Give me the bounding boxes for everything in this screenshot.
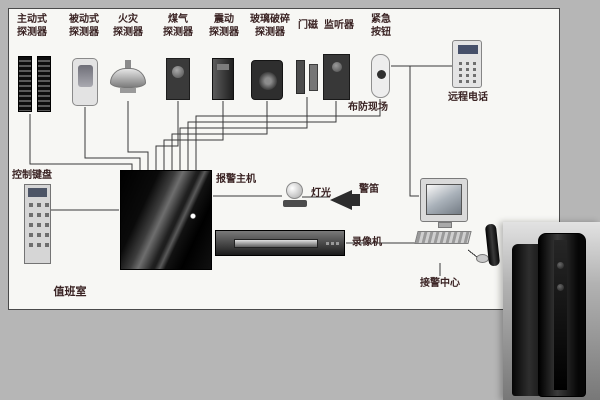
sensor-eye xyxy=(172,66,184,78)
beam-lens-icon xyxy=(557,284,564,291)
label-vcr: 录像机 xyxy=(352,237,382,248)
label-alarm-center: 接警中心 xyxy=(420,278,460,289)
door-magnet-icon xyxy=(296,60,320,96)
beam-bar xyxy=(18,56,32,112)
control-keypad-icon xyxy=(24,184,51,264)
keypad-buttons xyxy=(29,203,33,207)
gas-detector-icon xyxy=(166,58,190,100)
sensor-tab xyxy=(217,64,229,70)
label-control-keypad: 控制键盘 xyxy=(12,170,52,181)
label-door-magnet: 门磁 xyxy=(298,20,318,31)
fire-detector-icon xyxy=(110,60,146,100)
detector-dome xyxy=(110,68,146,88)
label-emergency-button: 紧急 按钮 xyxy=(371,14,391,38)
keypad-screen xyxy=(28,188,47,197)
label-gas-detector: 煤气 探测器 xyxy=(163,14,193,38)
vibration-detector-icon xyxy=(212,58,234,100)
label-siren: 警笛 xyxy=(359,184,379,195)
beam-detector-photo xyxy=(503,222,600,400)
passive-infrared-detector-icon xyxy=(72,58,98,106)
remote-phone-icon xyxy=(452,40,482,88)
monitor-stand xyxy=(438,222,452,228)
label-passive-detector: 被动式 探测器 xyxy=(69,14,99,38)
active-beam-detector-icon xyxy=(18,56,52,114)
detector-stub xyxy=(125,60,131,69)
label-armed-site: 布防现场 xyxy=(348,102,388,113)
label-vibration-detector: 震动 探测器 xyxy=(209,14,239,38)
emergency-button-icon xyxy=(371,54,390,98)
phone-screen xyxy=(458,45,478,54)
label-fire-detector: 火灾 探测器 xyxy=(113,14,143,38)
label-remote-phone: 远程电话 xyxy=(448,92,488,103)
alarm-host-icon xyxy=(120,170,212,270)
mic-hole xyxy=(332,62,342,72)
magnet-bar xyxy=(296,60,305,94)
light-base xyxy=(283,200,307,207)
label-glass-break-detector: 玻璃破碎 探测器 xyxy=(250,14,290,38)
monitor-icon xyxy=(420,178,468,222)
label-duty-room: 值班室 xyxy=(53,285,87,298)
sensor-disc xyxy=(259,72,277,90)
siren-horn xyxy=(330,190,352,210)
vcr-icon xyxy=(215,230,345,256)
label-alarm-host: 报警主机 xyxy=(216,174,256,185)
label-listener: 监听器 xyxy=(324,20,354,31)
glass-break-detector-icon xyxy=(251,60,283,100)
alarm-light-icon xyxy=(283,182,307,210)
label-active-detector: 主动式 探测器 xyxy=(17,14,47,38)
siren-icon xyxy=(330,190,362,212)
beam-lens-icon xyxy=(557,262,564,269)
keyboard-icon xyxy=(414,231,472,244)
panic-button-dot xyxy=(377,70,386,79)
listener-icon xyxy=(323,54,350,100)
detector-base xyxy=(120,88,136,93)
mouse-icon xyxy=(476,254,489,263)
vcr-slot xyxy=(234,239,318,248)
pir-window xyxy=(78,65,93,87)
phone-keys xyxy=(459,62,462,65)
beam-detector-panel xyxy=(554,240,567,390)
vcr-buttons xyxy=(326,242,329,245)
monitor-screen xyxy=(426,184,462,215)
light-bulb xyxy=(286,182,303,199)
siren-mount xyxy=(352,194,360,206)
magnet-bar xyxy=(309,64,318,91)
beam-bar xyxy=(37,56,51,112)
label-light: 灯光 xyxy=(311,188,331,199)
